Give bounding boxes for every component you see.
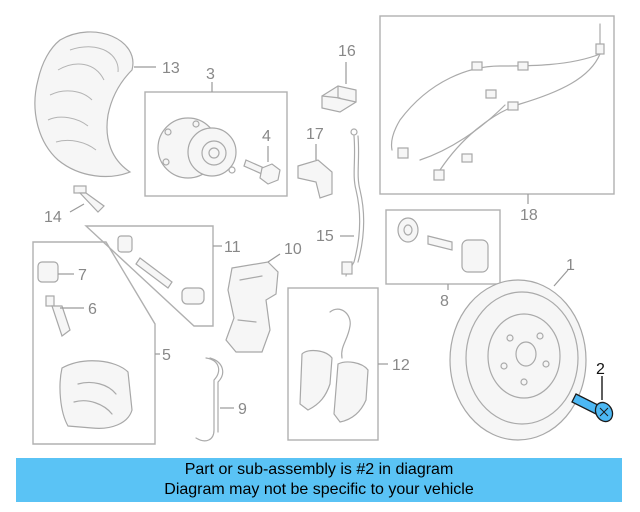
callout-14: 14 <box>44 209 62 226</box>
banner-line-2: Diagram may not be specific to your vehi… <box>164 481 474 498</box>
part-7-cap <box>37 261 74 283</box>
part-3-hub-bearing <box>144 82 288 197</box>
callout-16: 16 <box>338 43 356 60</box>
callout-2: 2 <box>596 361 605 378</box>
part-16-bracket <box>321 62 357 113</box>
part-6-bleeder <box>45 295 84 337</box>
callout-3: 3 <box>206 66 215 83</box>
part-10-caliper-bracket <box>225 253 281 353</box>
part-17-bracket <box>297 144 333 199</box>
callout-18: 18 <box>520 207 538 224</box>
part-13-dust-shield <box>34 31 156 178</box>
callout-6: 6 <box>88 301 97 318</box>
callout-5: 5 <box>162 347 171 364</box>
callout-15: 15 <box>316 228 334 245</box>
part-1-brake-rotor <box>449 269 587 441</box>
callout-7: 7 <box>78 267 87 284</box>
part-12-brake-pads <box>287 287 388 441</box>
callout-12: 12 <box>392 357 410 374</box>
part-2-rotor-screw[interactable] <box>571 376 616 425</box>
part-15-brake-hose <box>340 128 365 277</box>
part-11-guide-pin-kit <box>84 225 222 327</box>
part-14-bolt <box>69 185 105 213</box>
callout-11: 11 <box>224 239 241 256</box>
callout-10: 10 <box>284 241 302 258</box>
callout-13: 13 <box>162 60 180 77</box>
info-banner: Part or sub-assembly is #2 in diagram Di… <box>16 458 622 502</box>
part-4-hub-bolt <box>243 146 281 185</box>
part-9-spring-clip <box>195 357 234 442</box>
callout-4: 4 <box>262 128 271 145</box>
banner-line-1: Part or sub-assembly is #2 in diagram <box>184 461 454 478</box>
callout-17: 17 <box>306 126 324 143</box>
callout-9: 9 <box>238 401 247 418</box>
callout-1: 1 <box>566 257 575 274</box>
part-18-wiring-harness <box>379 15 615 204</box>
part-8-seal-kit <box>385 209 501 290</box>
part-5-caliper <box>32 241 160 445</box>
callout-8: 8 <box>440 293 449 310</box>
